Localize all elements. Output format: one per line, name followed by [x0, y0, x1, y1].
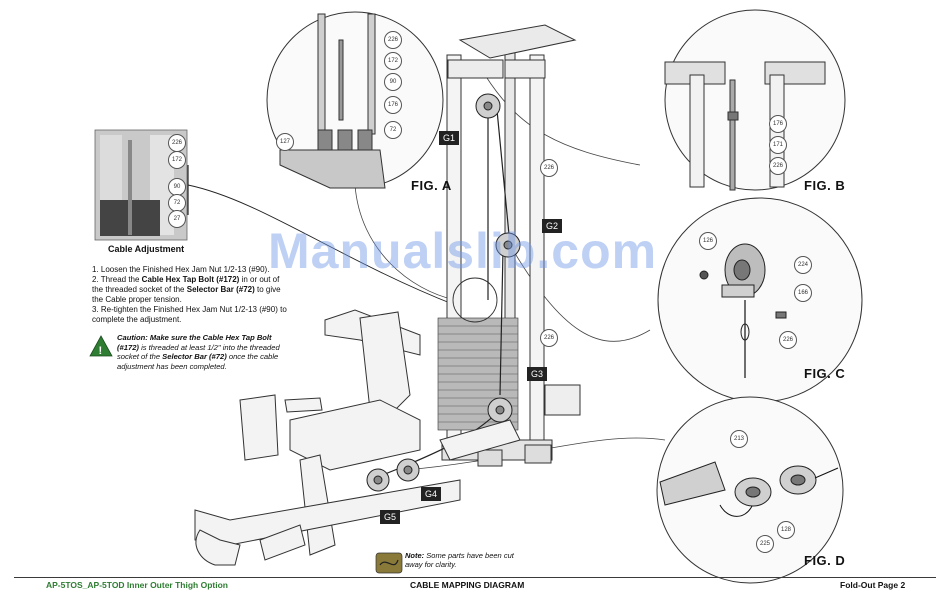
fig-c-label: FIG. C [804, 366, 846, 381]
callout-photo-226: 226 [168, 134, 186, 152]
callout-fig-c-126: 126 [699, 232, 717, 250]
callout-photo-27: 27 [168, 210, 186, 228]
fig-d-label: FIG. D [804, 553, 846, 568]
footer-page: Fold-Out Page 2 [840, 580, 906, 590]
callout-fig-a-172: 172 [384, 52, 402, 70]
callout-fig-a-127: 127 [276, 133, 294, 151]
callout-fig-a-226: 226 [384, 31, 402, 49]
callout-fig-b-176: 176 [769, 115, 787, 133]
adjustment-title: Cable Adjustment [108, 244, 185, 254]
adjustment-step-2-e: to give the Cable proper tension. [92, 285, 281, 304]
callout-fig-c-226: 226 [779, 331, 797, 349]
callout-fig-c-224: 224 [794, 256, 812, 274]
callout-main-226-upper: 226 [540, 159, 558, 177]
cable-tag-g3: G3 [527, 367, 548, 381]
caution-c: is threaded at least 1/2" into the threa… [117, 342, 280, 362]
cable-tag-g4: G4 [421, 487, 442, 501]
footer-model: AP-5TOS_AP-5TOD Inner Outer Thigh Option [46, 580, 228, 590]
note-label: Note: [405, 551, 425, 560]
cable-tag-g1: G1 [439, 131, 460, 145]
watermark: Manualslib.com [268, 223, 658, 279]
caution-bar: Selector Bar (#72) [162, 352, 227, 362]
callout-fig-b-226: 226 [769, 157, 787, 175]
callout-photo-172: 172 [168, 151, 186, 169]
adjustment-step-2-a: 2. Thread the [92, 275, 142, 284]
note: Note: Some parts have been cut away for … [405, 551, 515, 569]
adjustment-step-2-bolt: Cable Hex Tap Bolt (#172) [141, 275, 240, 284]
cable-tag-g5: G5 [380, 510, 401, 524]
callout-fig-a-176: 176 [384, 96, 402, 114]
callout-fig-d-225: 225 [756, 535, 774, 553]
svg-text:!: ! [99, 345, 103, 357]
fig-b-label: FIG. B [804, 178, 846, 193]
footer-diagram-title: CABLE MAPPING DIAGRAM [410, 580, 525, 590]
adjustment-step-1: 1. Loosen the Finished Hex Jam Nut 1/2-1… [92, 265, 270, 274]
adjustment-step-2-c: in or out of the threaded socket of the [92, 275, 280, 294]
adjustment-step-2: 2. Thread the Cable Hex Tap Bolt (#172) … [92, 275, 292, 305]
callout-main-226-lower: 226 [540, 329, 558, 347]
caution-a: Caution: Make sure the [117, 333, 203, 342]
callout-fig-d-128: 128 [777, 521, 795, 539]
fig-a-label: FIG. A [411, 178, 452, 193]
adjustment-step-3: 3. Re-tighten the Finished Hex Jam Nut 1… [92, 305, 287, 324]
cable-tag-g2: G2 [542, 219, 563, 233]
callout-fig-a-72: 72 [384, 121, 402, 139]
caution-text: Caution: Make sure the Cable Hex Tap Bol… [117, 333, 287, 371]
adjustment-step-2-bar: Selector Bar (#72) [186, 285, 255, 294]
footer-rule [14, 577, 936, 578]
caution-bolt: Cable Hex Tap Bolt (#172) [117, 333, 272, 352]
callout-fig-c-166: 166 [794, 284, 812, 302]
callout-fig-a-90: 90 [384, 73, 402, 91]
callout-fig-d-213: 213 [730, 430, 748, 448]
note-text: Some parts have been cut away for clarit… [405, 551, 514, 569]
callout-fig-b-171: 171 [769, 136, 787, 154]
adjustment-steps: 1. Loosen the Finished Hex Jam Nut 1/2-1… [92, 265, 292, 325]
caution-e: once the cable adjustment has been compl… [117, 352, 279, 371]
